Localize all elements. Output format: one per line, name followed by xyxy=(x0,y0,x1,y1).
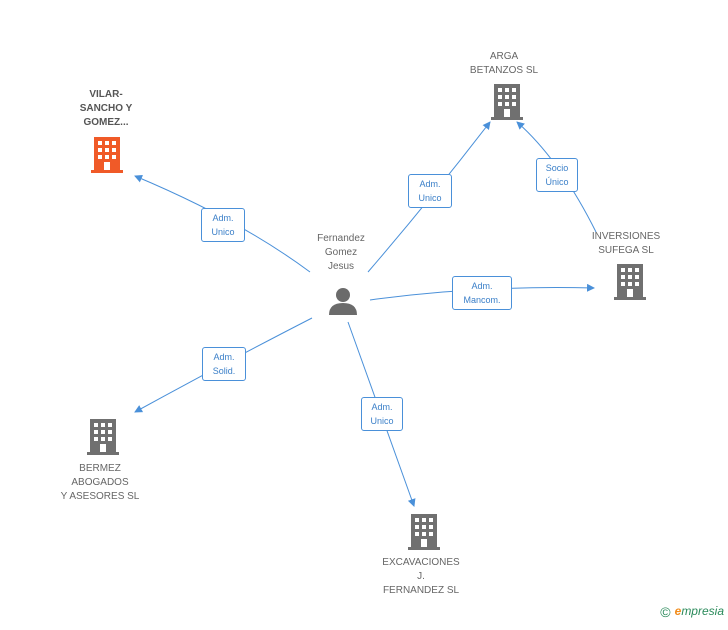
edge-label-vilar: Adm. Unico xyxy=(201,208,245,242)
edge-label-socio: Socio Único xyxy=(536,158,578,192)
brand-name: mpresia xyxy=(681,604,724,619)
company-label-inversiones[interactable]: INVERSIONES SUFEGA SL xyxy=(591,231,661,256)
edge-label-inversiones: Adm. Mancom. xyxy=(452,276,512,310)
building-icon[interactable] xyxy=(491,84,523,120)
copyright-symbol: © xyxy=(660,604,671,620)
building-icon[interactable] xyxy=(87,419,119,455)
edge-label-excavaciones: Adm. Unico xyxy=(361,397,403,431)
company-label-arga[interactable]: ARGA BETANZOS SL xyxy=(469,51,539,76)
edge-label-bermez: Adm. Solid. xyxy=(202,347,246,381)
company-label-bermez[interactable]: BERMEZ ABOGADOS Y ASESORES SL xyxy=(60,463,140,502)
company-label-excavaciones[interactable]: EXCAVACIONES J. FERNANDEZ SL xyxy=(382,557,460,596)
building-icon[interactable] xyxy=(408,514,440,550)
building-icon[interactable] xyxy=(91,137,123,173)
edge-label-arga: Adm. Unico xyxy=(408,174,452,208)
person-icon[interactable] xyxy=(329,288,357,315)
center-person-label[interactable]: Fernandez Gomez Jesus xyxy=(317,233,365,272)
building-icon[interactable] xyxy=(614,264,646,300)
company-label-vilar[interactable]: VILAR- SANCHO Y GOMEZ... xyxy=(79,89,133,128)
empresia-watermark: ©empresia xyxy=(660,604,724,620)
brand-e: e xyxy=(674,604,682,619)
